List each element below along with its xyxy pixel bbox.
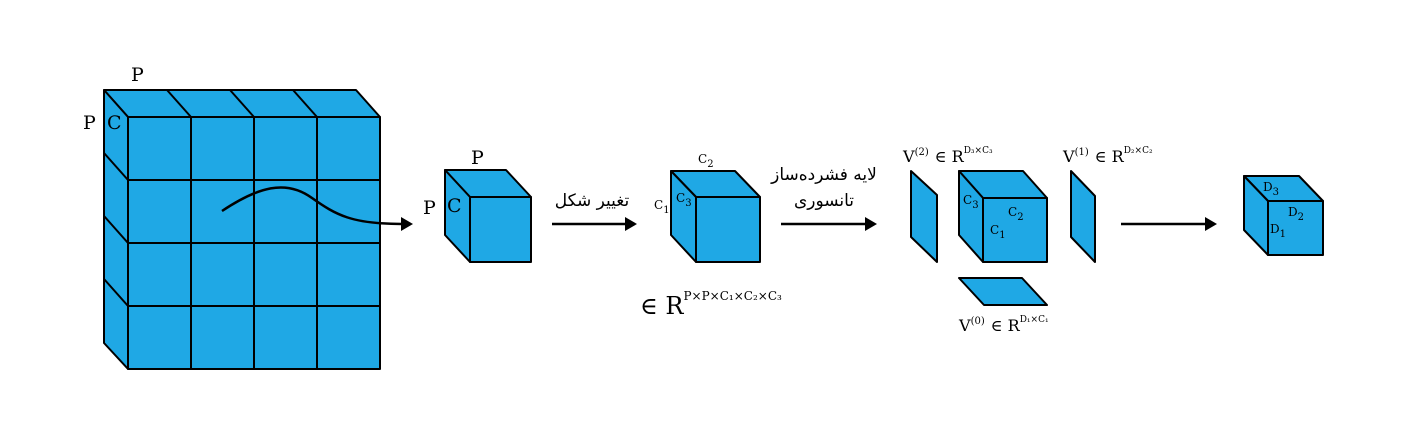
v0-label: V(0)∈ RD₁×C₁ — [958, 315, 1049, 335]
out-d3-label: D3 — [1263, 180, 1279, 198]
tensor-layer-label-line2: تانسوری — [794, 191, 854, 211]
reshaped-c3-label: C3 — [676, 191, 692, 209]
patch-cube — [444, 169, 532, 263]
factor-v2-plane — [910, 170, 938, 263]
core-c2-label: C2 — [1008, 205, 1024, 223]
core-tensor-cube — [958, 170, 1048, 263]
input-feature-cube — [103, 89, 413, 370]
reshaped-tensor-cube — [670, 170, 761, 263]
factor-v1-plane — [1070, 170, 1096, 263]
big-cube-p-left: P — [83, 112, 96, 134]
out-d2-label: D2 — [1288, 205, 1304, 223]
core-c3-label: C3 — [963, 193, 979, 211]
reshaped-c1-label: C1 — [654, 198, 670, 216]
big-cube-p-top: P — [131, 64, 144, 86]
core-c1-label: C1 — [990, 223, 1006, 241]
reshaped-c2-label: C2 — [698, 152, 714, 170]
patch-p-top: P — [471, 147, 484, 169]
tensor-layer-label-line1: لایه فشرده‌ساز — [770, 165, 877, 185]
big-cube-c: C — [107, 112, 122, 134]
extract-arrowhead — [401, 217, 413, 231]
extract-patch-curve — [221, 186, 403, 226]
v1-label: V(1)∈ RD₂×C₂ — [1062, 146, 1153, 166]
reshaped-dimension-label: ∈ RP×P×C₁×C₂×C₃ — [640, 289, 782, 320]
patch-p-left: P — [423, 197, 436, 219]
v2-label: V(2)∈ RD₃×C₃ — [902, 146, 993, 166]
patch-c: C — [447, 195, 462, 217]
factor-v0-plane — [958, 277, 1048, 306]
out-d1-label: D1 — [1270, 222, 1286, 240]
reshape-label: تغییر شکل — [555, 191, 630, 211]
output-tensor-cube — [1243, 175, 1324, 256]
